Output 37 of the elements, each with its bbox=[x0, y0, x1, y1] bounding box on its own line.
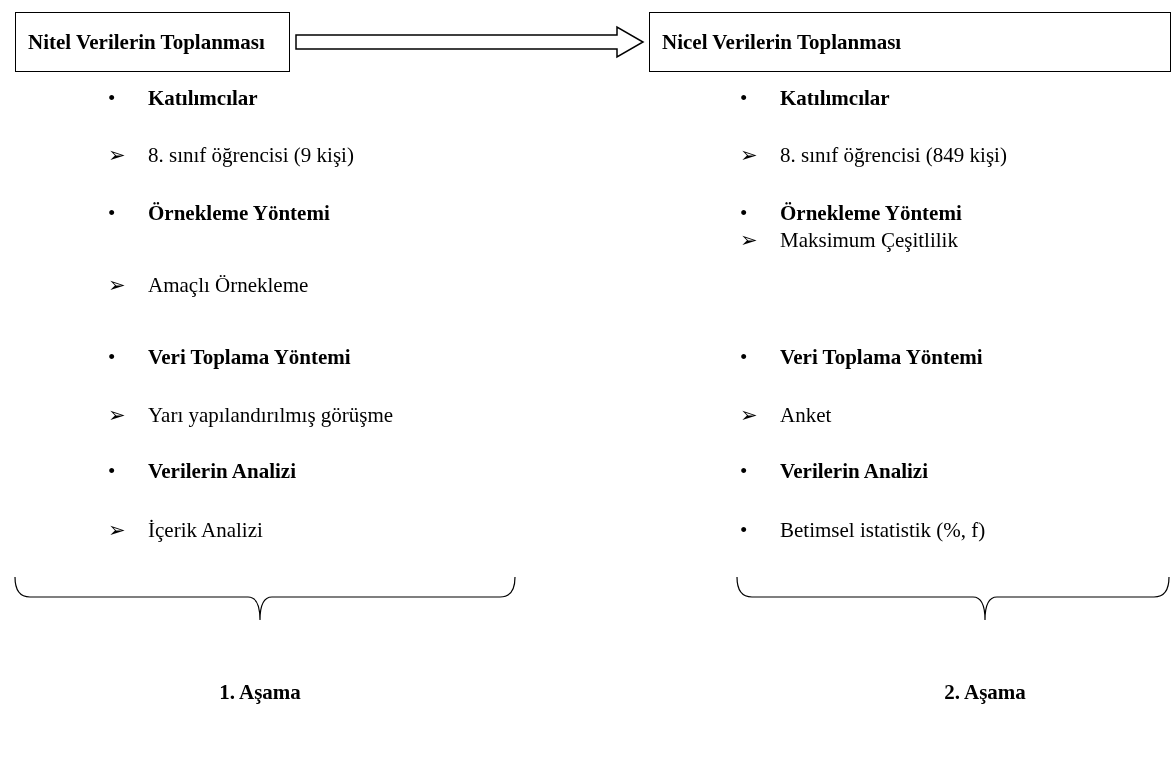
stage-label: 2. Aşama bbox=[944, 679, 1026, 705]
bullet-mark: ➢ bbox=[108, 517, 127, 543]
list-item: 8. sınıf öğrencisi (9 kişi) bbox=[148, 142, 354, 168]
bullet-mark: ➢ bbox=[740, 402, 759, 428]
bullet-mark: • bbox=[108, 344, 117, 370]
bullet-mark: ➢ bbox=[740, 142, 759, 168]
bullet-mark: • bbox=[740, 85, 749, 111]
bullet-mark: • bbox=[108, 458, 117, 484]
stage-label: 1. Aşama bbox=[219, 679, 301, 705]
list-item: Yarı yapılandırılmış görüşme bbox=[148, 402, 394, 428]
list-item: Verilerin Analizi bbox=[780, 458, 928, 484]
bullet-mark: ➢ bbox=[740, 227, 759, 253]
list-item: İçerik Analizi bbox=[148, 517, 263, 543]
list-item: Verilerin Analizi bbox=[148, 458, 296, 484]
bullet-mark: • bbox=[740, 517, 749, 543]
bullet-mark: • bbox=[740, 458, 749, 484]
heading-box: Nitel Verilerin Toplanması bbox=[15, 12, 290, 72]
bullet-mark: • bbox=[108, 85, 117, 111]
list-item: Anket bbox=[780, 402, 832, 428]
bullet-mark: • bbox=[740, 200, 749, 226]
list-item: Veri Toplama Yöntemi bbox=[780, 344, 983, 370]
list-item: Örnekleme Yöntemi bbox=[148, 200, 330, 226]
bullet-mark: ➢ bbox=[108, 272, 127, 298]
list-item: Katılımcılar bbox=[780, 85, 890, 111]
heading-box: Nicel Verilerin Toplanması bbox=[649, 12, 1171, 72]
bullet-mark: ➢ bbox=[108, 402, 127, 428]
list-item: Katılımcılar bbox=[148, 85, 258, 111]
bullet-mark: • bbox=[108, 200, 117, 226]
list-item: Örnekleme Yöntemi bbox=[780, 200, 962, 226]
block-arrow bbox=[295, 25, 645, 59]
bullet-mark: • bbox=[740, 344, 749, 370]
bullet-mark: ➢ bbox=[108, 142, 127, 168]
list-item: Betimsel istatistik (%, f) bbox=[780, 517, 986, 543]
list-item: Maksimum Çeşitlilik bbox=[780, 227, 958, 253]
list-item: 8. sınıf öğrencisi (849 kişi) bbox=[780, 142, 1007, 168]
list-item: Veri Toplama Yöntemi bbox=[148, 344, 351, 370]
list-item: Amaçlı Örnekleme bbox=[148, 272, 309, 298]
